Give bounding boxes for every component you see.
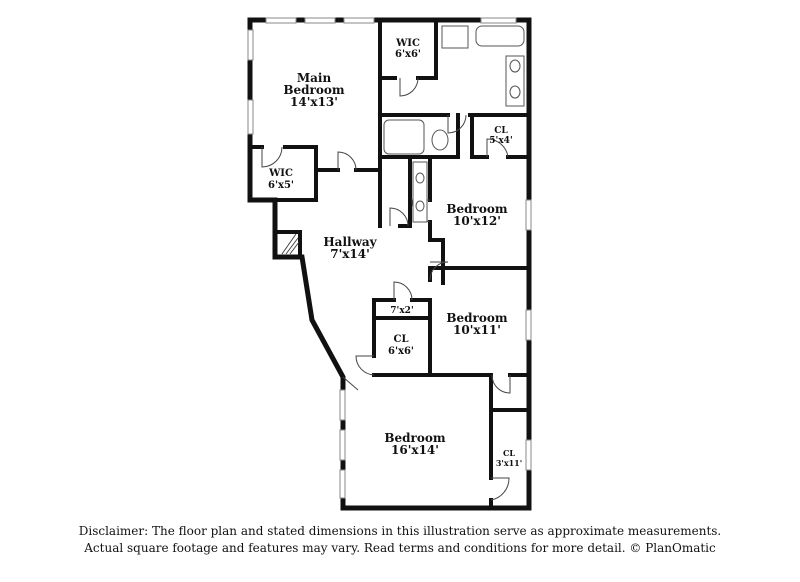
disclaimer: Disclaimer: The floor plan and stated di… [0,523,800,557]
svg-text:10'x11': 10'x11' [453,323,501,337]
stair [281,233,300,255]
bedroom-a-label: Bedroom 10'x12' [446,202,507,228]
hallway-label: Hallway 7'x14' [323,235,377,261]
bedroom-b-label: Bedroom 10'x11' [446,311,507,337]
bedroom-c-label: Bedroom 16'x14' [384,431,445,457]
svg-text:CL: CL [494,126,508,136]
disclaimer-line-2: Actual square footage and features may v… [84,541,716,555]
svg-text:Bedroom: Bedroom [446,202,507,216]
doors [261,77,511,501]
cl-mid-label: CL 6'x6' [388,334,414,357]
cl-small-label: CL 5'x4' [489,126,512,146]
main-bedroom-label: Main Bedroom 14'x13' [283,71,344,109]
svg-text:Main: Main [297,71,332,85]
svg-text:3'x11': 3'x11' [496,458,522,468]
svg-text:Bedroom: Bedroom [384,431,445,445]
svg-text:5'x4': 5'x4' [489,136,512,146]
svg-text:10'x12': 10'x12' [453,214,501,228]
svg-text:CL: CL [394,334,409,345]
cl-narrow-label: CL 3'x11' [496,448,522,468]
svg-text:WIC: WIC [395,38,420,49]
svg-text:16'x14': 16'x14' [391,443,439,457]
exterior-wall [247,17,532,511]
disclaimer-line-1: Disclaimer: The floor plan and stated di… [78,524,722,538]
svg-text:Bedroom: Bedroom [446,311,507,325]
svg-text:7'x14': 7'x14' [330,247,370,261]
floor-plan: Main Bedroom 14'x13' WIC 6'x6' WIC 6'x5'… [247,17,532,511]
bath-fixtures [383,25,525,223]
svg-text:Hallway: Hallway [323,235,377,249]
nook-label: 7'x2' [390,306,413,316]
wic-top-label: WIC 6'x6' [395,38,421,60]
svg-text:6'x6': 6'x6' [395,49,421,60]
wic-left-label: WIC 6'x5' [268,168,294,191]
svg-text:CL: CL [503,448,515,458]
svg-text:14'x13': 14'x13' [290,95,338,109]
svg-text:6'x5': 6'x5' [268,180,294,191]
svg-text:WIC: WIC [268,168,293,179]
svg-text:7'x2': 7'x2' [390,306,413,316]
svg-text:6'x6': 6'x6' [388,346,414,357]
windows [247,17,532,499]
svg-text:Bedroom: Bedroom [283,83,344,97]
